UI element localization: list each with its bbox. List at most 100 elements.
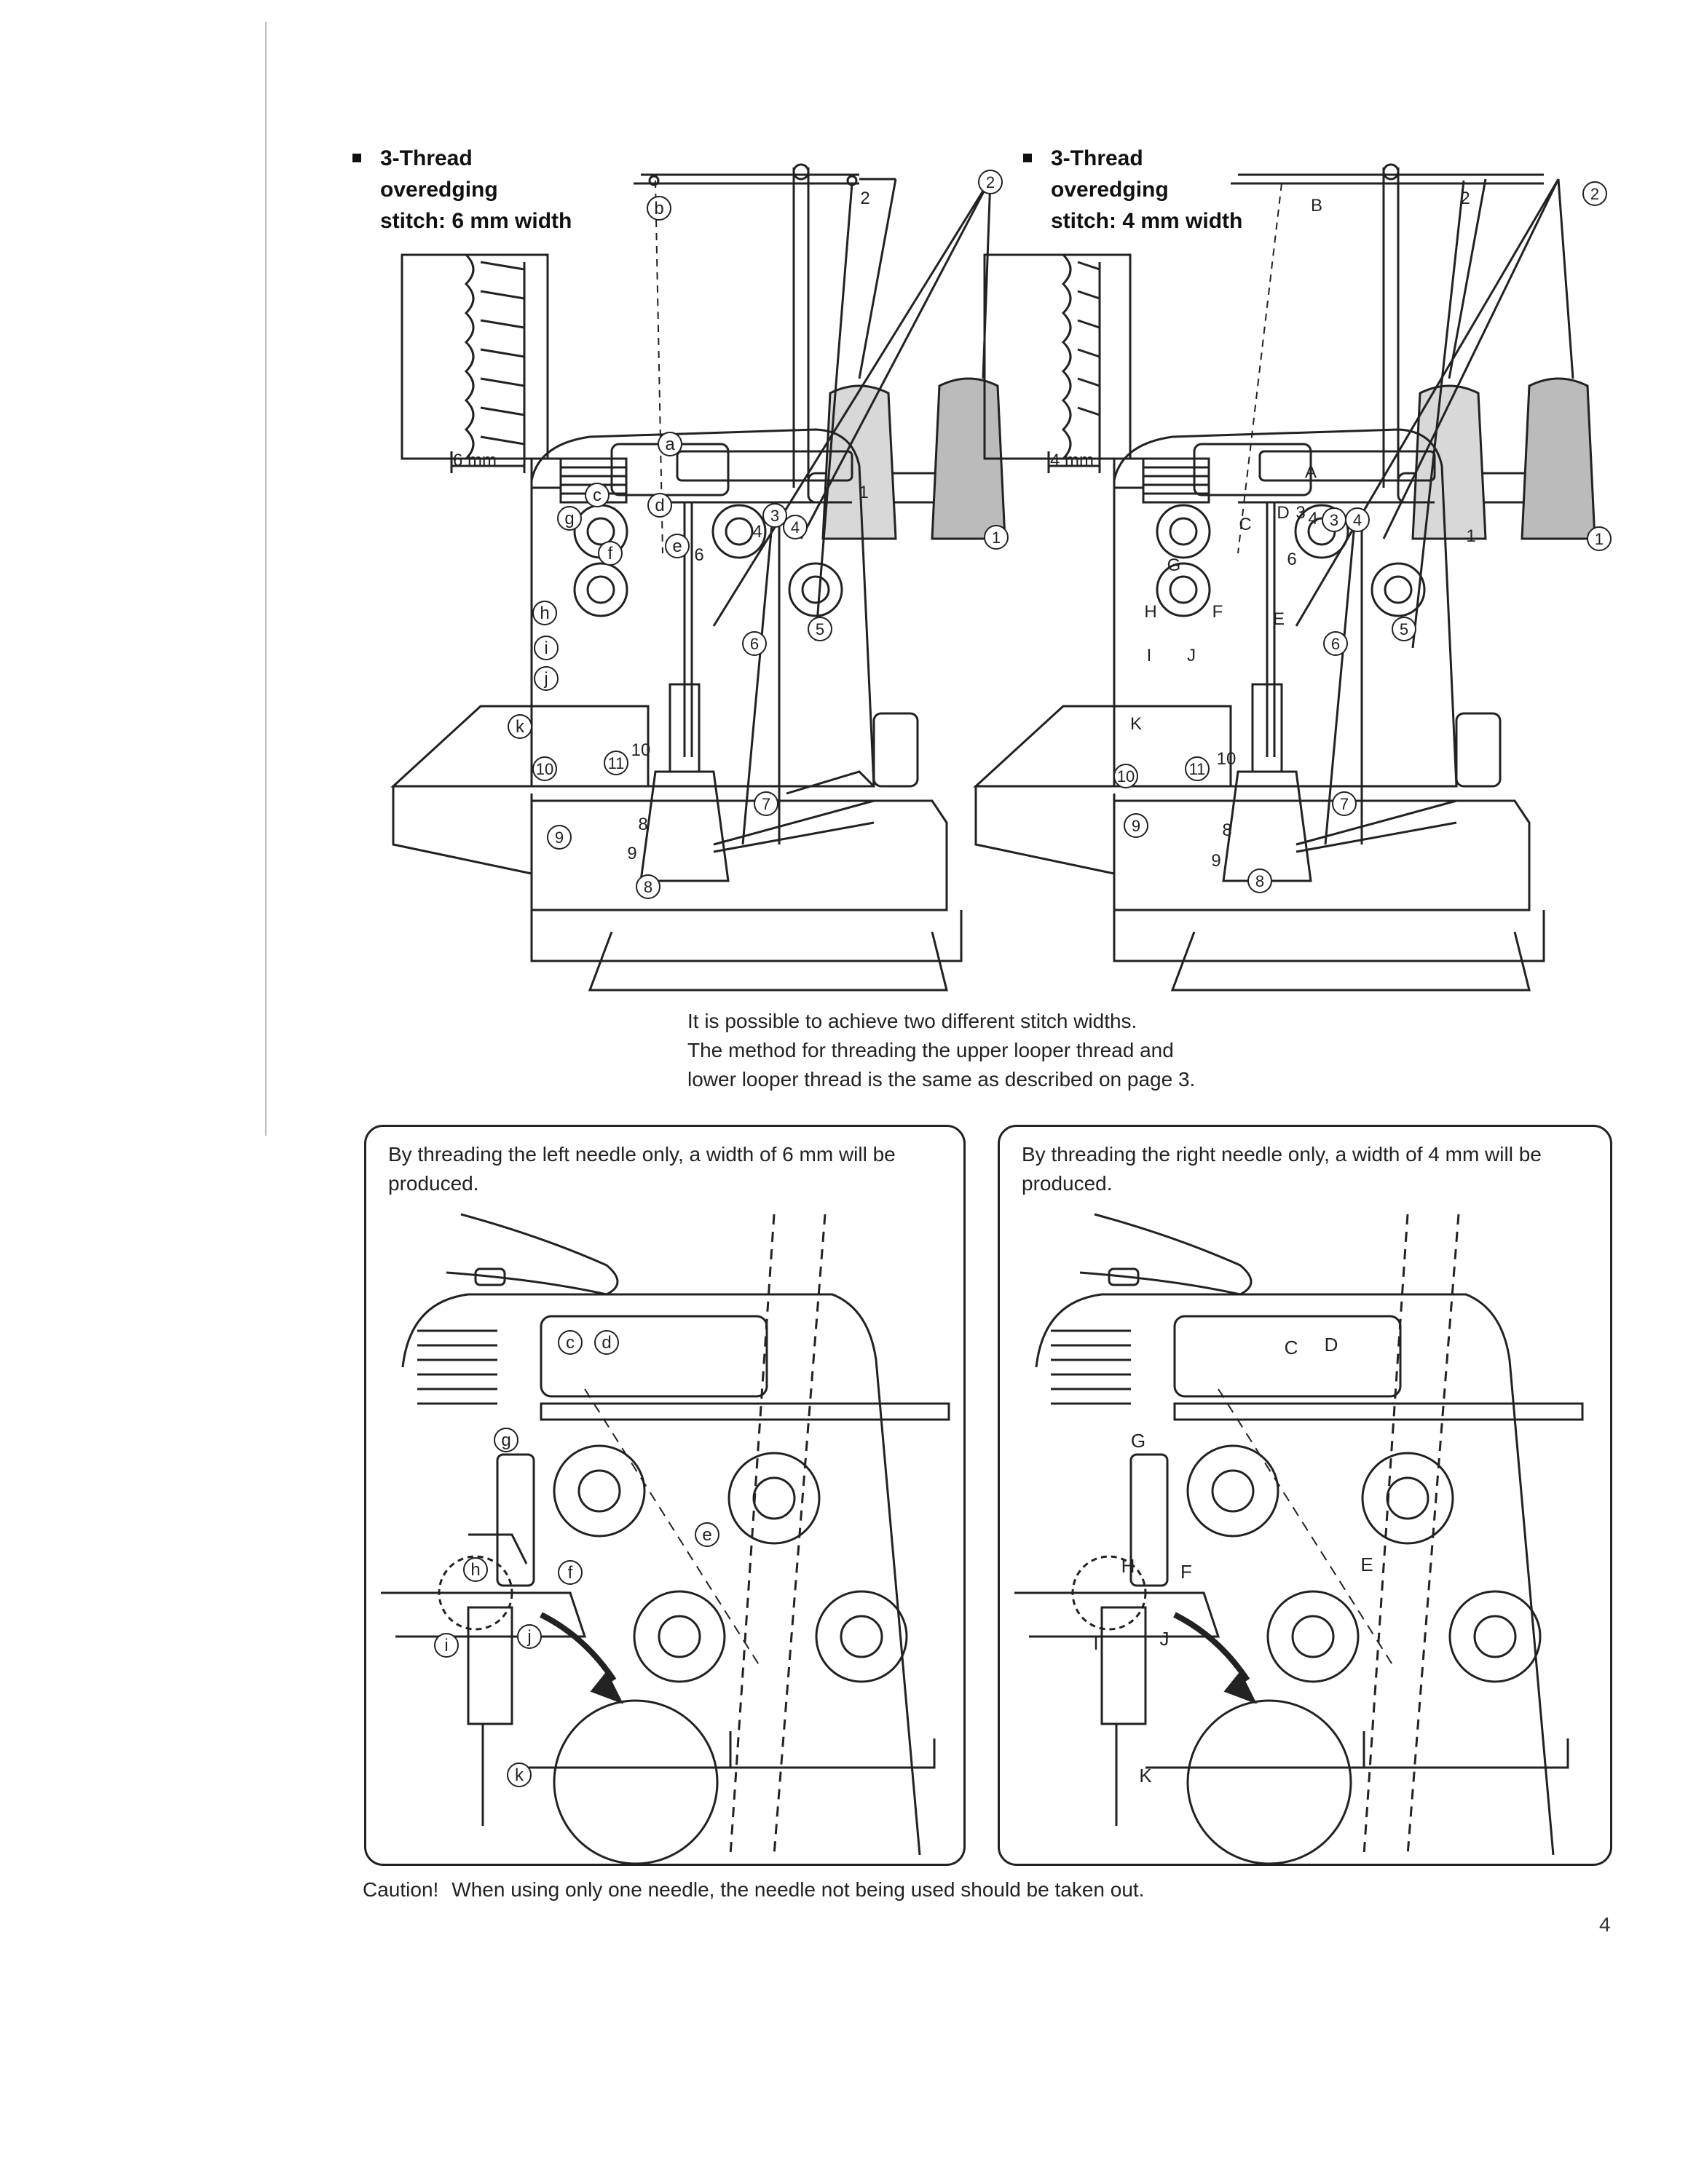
label-I: I: [1147, 646, 1152, 665]
circled-number-11: 11: [1185, 756, 1210, 781]
panel-label-F: F: [1180, 1561, 1192, 1583]
svg-text:9: 9: [1132, 817, 1140, 835]
svg-text:d: d: [602, 1333, 611, 1353]
circled-number-2: 2: [978, 170, 1003, 194]
bullet-icon: [352, 154, 361, 162]
label-G: G: [1167, 555, 1181, 575]
svg-text:4: 4: [791, 518, 800, 537]
panel-label-G: G: [1131, 1430, 1145, 1452]
svg-text:a: a: [665, 435, 675, 454]
svg-text:6: 6: [750, 635, 759, 653]
caution-text: When using only one needle, the needle n…: [451, 1878, 1145, 1901]
svg-text:i: i: [444, 1636, 448, 1655]
thread-number-8: 8: [638, 815, 647, 834]
right-needle-closeup-diagram: C D E F G H I J K: [1014, 1213, 1584, 1865]
left-needle-panel: By threading the left needle only, a wid…: [364, 1125, 966, 1866]
binding-margin-line: [265, 22, 267, 1136]
right-diagram-heading: 3-Thread overedging stitch: 4 mm width: [1023, 143, 1242, 237]
svg-text:8: 8: [1255, 872, 1264, 890]
circled-number-3: 3: [762, 503, 787, 528]
circled-number-7: 7: [1332, 791, 1357, 816]
svg-text:j: j: [543, 669, 548, 689]
label-A: A: [1305, 462, 1317, 482]
panel-circled-g: g: [494, 1428, 518, 1452]
thread-number-9: 9: [627, 844, 636, 863]
svg-text:h: h: [540, 604, 549, 623]
svg-text:10: 10: [1117, 767, 1135, 786]
circled-number-8: 8: [1247, 869, 1272, 893]
panel-label-D: D: [1325, 1334, 1338, 1356]
panel-circled-c: c: [558, 1330, 583, 1355]
width-measure-label: 4 mm: [1050, 451, 1094, 470]
circled-label-c: c: [585, 483, 610, 507]
thread-number-2: 2: [1460, 189, 1470, 208]
svg-text:k: k: [516, 717, 525, 737]
svg-text:3: 3: [770, 507, 779, 525]
panel-circled-i: i: [434, 1633, 459, 1658]
svg-text:1: 1: [992, 529, 1001, 547]
label-F: F: [1212, 602, 1223, 622]
left-serger-diagram: 6 mm a b c d e f g h i j k 1 2 4 6 8 9 1…: [390, 163, 1009, 992]
svg-text:j: j: [526, 1627, 531, 1647]
thread-number-4: 4: [752, 522, 762, 542]
circled-number-4: 4: [783, 515, 808, 539]
circled-number-7: 7: [754, 791, 778, 816]
label-B: B: [1311, 196, 1322, 215]
page-number: 4: [1599, 1913, 1611, 1936]
panel-circled-k: k: [507, 1762, 532, 1787]
right-needle-caption: By threading the right needle only, a wi…: [1022, 1143, 1542, 1195]
circled-number-3: 3: [1322, 507, 1346, 532]
svg-text:5: 5: [816, 620, 824, 638]
circled-number-6: 6: [742, 631, 767, 656]
thread-number-4: 4: [1308, 509, 1317, 529]
label-E: E: [1273, 609, 1285, 629]
svg-text:h: h: [470, 1560, 480, 1580]
circled-number-8: 8: [636, 874, 660, 899]
circled-number-4: 4: [1345, 507, 1370, 532]
thread-number-2: 2: [860, 189, 869, 208]
panel-label-E: E: [1360, 1554, 1373, 1575]
panel-label-I: I: [1093, 1632, 1098, 1654]
label-K: K: [1130, 714, 1142, 734]
panel-circled-h: h: [463, 1557, 488, 1582]
svg-text:f: f: [568, 1563, 573, 1583]
svg-text:11: 11: [1189, 760, 1206, 778]
caution-note: Caution! When using only one needle, the …: [363, 1875, 1144, 1904]
svg-text:10: 10: [536, 760, 553, 778]
circled-number-1: 1: [984, 525, 1009, 550]
svg-text:2: 2: [1590, 185, 1599, 203]
thread-number-3: 3: [1295, 503, 1305, 523]
label-H: H: [1144, 602, 1156, 622]
circled-number-2: 2: [1582, 181, 1607, 206]
circled-number-5: 5: [1392, 617, 1416, 641]
label-J: J: [1187, 646, 1196, 665]
svg-text:7: 7: [762, 795, 770, 813]
panel-circled-d: d: [594, 1330, 619, 1355]
thread-number-9: 9: [1211, 851, 1220, 871]
svg-text:d: d: [655, 496, 664, 515]
svg-text:2: 2: [986, 173, 995, 191]
svg-text:5: 5: [1400, 620, 1408, 638]
circled-number-6: 6: [1323, 631, 1348, 656]
circled-number-1: 1: [1587, 526, 1612, 551]
right-needle-panel: By threading the right needle only, a wi…: [998, 1125, 1612, 1866]
label-D: D: [1277, 503, 1289, 523]
intro-paragraph: It is possible to achieve two different …: [687, 1010, 1196, 1091]
svg-text:7: 7: [1340, 795, 1349, 813]
circled-label-e: e: [665, 534, 690, 558]
svg-text:e: e: [702, 1525, 711, 1545]
svg-text:g: g: [501, 1431, 510, 1450]
panel-label-H: H: [1121, 1555, 1135, 1577]
circled-label-f: f: [598, 541, 623, 566]
svg-text:g: g: [564, 509, 574, 529]
thread-number-8: 8: [1222, 820, 1231, 840]
panel-circled-e: e: [695, 1522, 719, 1547]
thread-number-1: 1: [859, 483, 868, 502]
svg-text:3: 3: [1330, 511, 1338, 529]
thread-number-1: 1: [1466, 526, 1475, 546]
panel-label-K: K: [1139, 1765, 1152, 1787]
thread-number-10: 10: [631, 740, 651, 760]
bullet-icon: [1023, 154, 1032, 162]
caution-label: Caution!: [363, 1878, 439, 1901]
left-diagram-heading: 3-Thread overedging stitch: 6 mm width: [352, 143, 572, 237]
